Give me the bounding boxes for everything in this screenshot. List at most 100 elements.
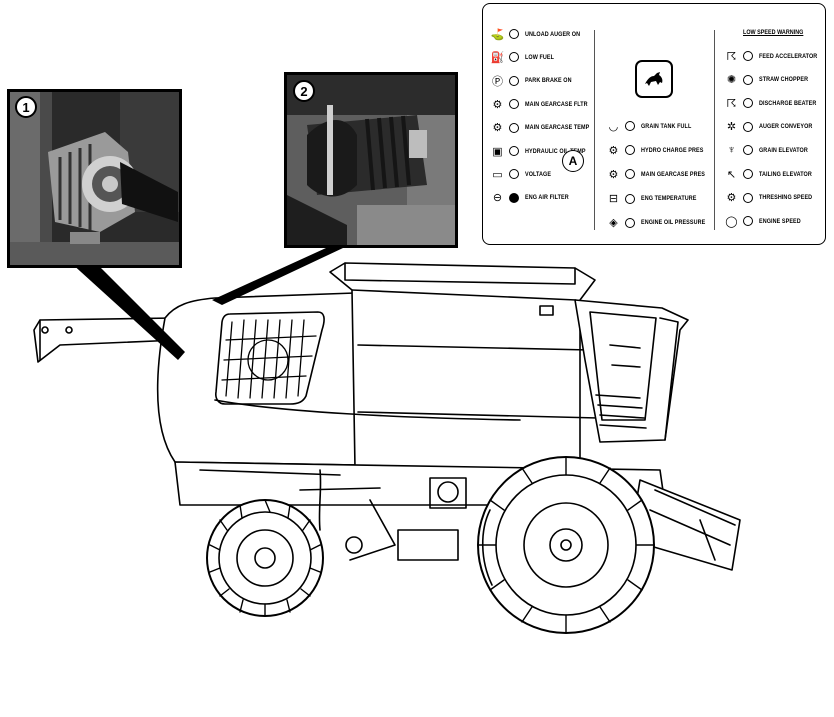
indicator-row: ⊟ ENG TEMPERATURE <box>605 191 706 207</box>
indicator-row: ☈ DISCHARGE BEATER <box>723 95 827 111</box>
grain-tank-icon: ◡ <box>608 120 619 133</box>
feed-accelerator-icon: ☈ <box>726 50 737 63</box>
indicator-label: ENG TEMPERATURE <box>641 195 697 203</box>
indicator-row: ♆ GRAIN ELEVATOR <box>723 142 817 158</box>
indicator-label: MAIN GEARCASE FLTR <box>525 100 588 108</box>
indicator-lamp <box>743 145 753 156</box>
gearcase-filter-icon: ⚙ <box>492 98 503 111</box>
callout-1: 1 <box>15 96 37 118</box>
indicator-label: ENGINE SPEED <box>759 217 801 225</box>
indicator-lamp <box>743 192 753 203</box>
low-speed-warning-title: LOW SPEED WARNING <box>743 29 804 36</box>
indicator-lamp <box>743 98 753 109</box>
battery-icon: ▭ <box>492 168 503 181</box>
indicator-row: ⚙ HYDRO CHARGE PRES <box>605 142 714 158</box>
hydro-charge-icon: ⚙ <box>608 144 619 157</box>
air-intake-photo-illustration <box>287 75 455 245</box>
indicator-lamp <box>509 192 519 203</box>
indicator-row: ⛽ LOW FUEL <box>489 49 559 65</box>
indicator-lamp <box>743 169 753 179</box>
inset-photo-air-intake: 2 <box>284 72 458 248</box>
straw-chopper-icon: ✺ <box>726 74 737 87</box>
callout-a: A <box>562 150 584 172</box>
indicator-label: LOW FUEL <box>525 53 555 61</box>
indicator-label: GRAIN ELEVATOR <box>759 146 808 154</box>
indicator-light-panel: LOW SPEED WARNING ⛳ UNLOAD AUGER ON ⛽ LOW F… <box>482 3 826 245</box>
indicator-row: ↖TAILING ELEVATOR <box>723 166 821 182</box>
indicator-row: ⊖ ENG AIR FILTER <box>489 190 576 206</box>
indicator-row: ⚙ MAIN GEARCASE FLTR <box>489 96 599 112</box>
indicator-label: PARK BRAKE ON <box>525 77 572 85</box>
indicator-lamp <box>625 169 635 180</box>
indicator-row: ◡ GRAIN TANK FULL <box>605 118 700 134</box>
indicator-label: MAIN GEARCASE TEMP <box>525 124 590 132</box>
inset-photo-alternator: 1 <box>7 89 182 268</box>
indicator-label: UNLOAD AUGER ON <box>525 30 581 38</box>
park-brake-icon: Ⓟ <box>491 75 504 88</box>
indicator-lamp <box>509 122 519 133</box>
indicator-lamp <box>625 121 635 131</box>
indicator-lamp <box>743 121 753 132</box>
gearcase-pressure-icon: ⚙ <box>608 168 619 181</box>
indicator-label: DISCHARGE BEATER <box>759 99 817 107</box>
indicator-label: ENGINE OIL PRESSURE <box>641 219 706 227</box>
panel-divider-right <box>714 30 715 230</box>
engine-speed-icon: ◯ <box>725 215 738 228</box>
indicator-row: ☈ FEED ACCELERATOR <box>723 48 828 64</box>
indicator-label: THRESHING SPEED <box>759 194 813 202</box>
air-filter-icon: ⊖ <box>492 192 503 205</box>
indicator-lamp <box>743 51 753 61</box>
indicator-row: ▣HYDRAULIC OIL TEMP <box>489 143 596 159</box>
indicator-lamp <box>625 145 635 156</box>
pointer-photo2 <box>212 248 343 305</box>
front-drive-wheel <box>477 456 655 634</box>
auger-conveyor-icon: ✲ <box>726 121 737 134</box>
indicator-label: VOLTAGE <box>525 170 552 178</box>
indicator-label: STRAW CHOPPER <box>759 76 809 84</box>
indicator-lamp <box>625 217 635 228</box>
indicator-label: ENG AIR FILTER <box>525 194 569 202</box>
indicator-row: ◯ ENGINE SPEED <box>723 213 808 229</box>
indicator-label: AUGER CONVEYOR <box>759 123 813 131</box>
indicator-row: ✺ STRAW CHOPPER <box>723 72 817 88</box>
indicator-row: ⛳ UNLOAD AUGER ON <box>489 26 590 42</box>
oil-pressure-icon: ◈ <box>609 217 618 230</box>
hydraulic-oil-icon: ▣ <box>492 145 503 158</box>
panel-divider-left <box>594 30 595 230</box>
callout-2: 2 <box>293 80 315 102</box>
indicator-lamp <box>743 216 753 227</box>
indicator-row: ◈ ENGINE OIL PRESSURE <box>605 215 717 231</box>
rear-wheel <box>206 499 324 617</box>
indicator-lamp <box>509 169 519 180</box>
indicator-lamp <box>743 74 753 85</box>
unload-auger-icon: ⛳ <box>490 28 505 41</box>
gearcase-temp-icon: ⚙ <box>492 122 503 135</box>
indicator-label: FEED ACCELERATOR <box>759 52 818 60</box>
grain-elevator-icon: ♆ <box>727 144 736 157</box>
indicator-row: ⚙ MAIN GEARCASE TEMP <box>489 120 601 136</box>
alternator-photo-illustration <box>10 92 179 265</box>
indicator-label: MAIN GEARCASE PRES <box>641 170 706 178</box>
indicator-row: Ⓟ PARK BRAKE ON <box>489 73 580 89</box>
indicator-label: HYDRO CHARGE PRES <box>641 146 704 154</box>
indicator-label: GRAIN TANK FULL <box>641 122 692 130</box>
operator-cab <box>574 299 689 443</box>
indicator-lamp <box>509 29 519 39</box>
indicator-row: ⚙ THRESHING SPEED <box>723 190 822 206</box>
engine-temp-icon: ⊟ <box>608 193 619 206</box>
deere-logo-icon <box>635 60 673 98</box>
indicator-lamp <box>509 52 519 63</box>
indicator-lamp <box>509 75 519 86</box>
discharge-beater-icon: ☈ <box>726 97 737 110</box>
grain-tank <box>329 262 596 471</box>
indicator-lamp <box>509 146 519 156</box>
indicator-row: ▭ VOLTAGE <box>489 166 556 182</box>
indicator-lamp <box>509 99 519 110</box>
indicator-row: ✲ AUGER CONVEYOR <box>723 119 822 135</box>
threshing-speed-icon: ⚙ <box>726 192 737 205</box>
fuel-icon: ⛽ <box>490 51 505 64</box>
tailing-elevator-icon: ↖ <box>726 168 737 181</box>
pointer-photo1 <box>70 262 185 360</box>
indicator-lamp <box>625 193 635 204</box>
